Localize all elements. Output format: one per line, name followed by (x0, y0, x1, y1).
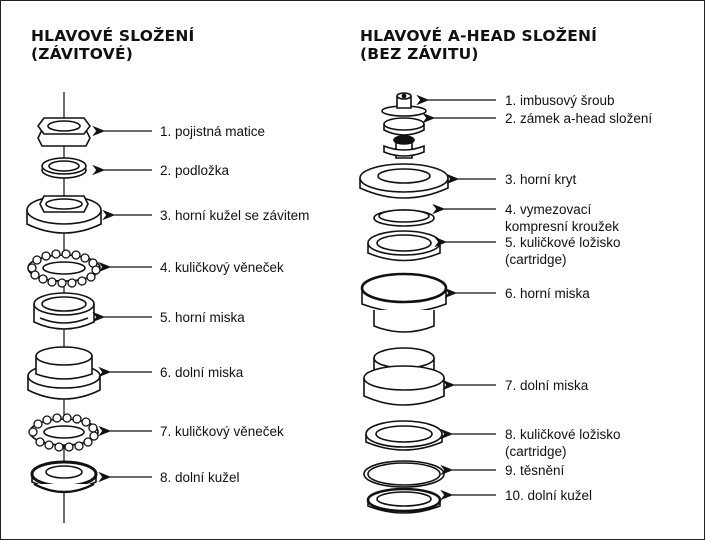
threadless-upper-cup-part (362, 274, 446, 332)
allen-bolt-part (382, 93, 426, 116)
cartridge-bearing-upper-part (368, 231, 440, 261)
washer-part (42, 158, 86, 178)
left-label-2: 2. podložka (160, 163, 229, 178)
right-label-3: 3. horní kryt (505, 172, 576, 187)
left-label-7: 7. kuličkový věneček (160, 424, 284, 439)
left-label-5: 5. horní miska (160, 310, 245, 325)
compression-ring-part (374, 210, 434, 226)
lower-cone-part (32, 462, 96, 492)
right-label-7: 7. dolní miska (505, 378, 588, 393)
locknut-part (38, 118, 90, 146)
cartridge-bearing-lower-part (366, 421, 442, 450)
left-label-3: 3. horní kužel se závitem (160, 208, 309, 223)
right-label-9: 9. těsnění (505, 463, 564, 478)
left-label-8: 8. dolní kužel (160, 470, 240, 485)
seal-part (364, 461, 444, 487)
right-label-1: 1. imbusový šroub (505, 93, 615, 108)
right-label-6: 6. horní miska (505, 286, 590, 301)
threadless-headset-parts (360, 93, 448, 513)
ball-retainer-part (28, 250, 100, 287)
top-cover-part (360, 164, 448, 198)
threaded-upper-cone-part (27, 196, 101, 233)
right-label-4b: kompresní kroužek (505, 219, 619, 234)
left-label-4: 4. kuličkový věneček (160, 260, 284, 275)
ball-retainer-lower-part (29, 414, 98, 451)
left-label-6: 6. dolní miska (160, 365, 243, 380)
right-label-8b: (cartridge) (505, 444, 567, 459)
right-label-5b: (cartridge) (505, 252, 567, 267)
threadless-lower-cup-part (364, 348, 444, 405)
right-label-4a: 4. vymezovací (505, 202, 591, 217)
left-leader-arrows (104, 131, 152, 477)
right-label-2: 2. zámek a-head složení (505, 111, 652, 126)
upper-cup-part (34, 293, 94, 329)
threadless-lower-cone-part (368, 489, 440, 513)
right-label-5a: 5. kuličkové ložisko (505, 235, 621, 250)
left-label-1: 1. pojistná matice (160, 124, 265, 139)
lower-cup-part (28, 347, 100, 399)
right-label-8a: 8. kuličkové ložisko (505, 427, 621, 442)
threaded-headset-parts (27, 92, 101, 523)
right-label-10: 10. dolní kužel (505, 488, 592, 503)
ahead-cap-part (384, 118, 424, 158)
